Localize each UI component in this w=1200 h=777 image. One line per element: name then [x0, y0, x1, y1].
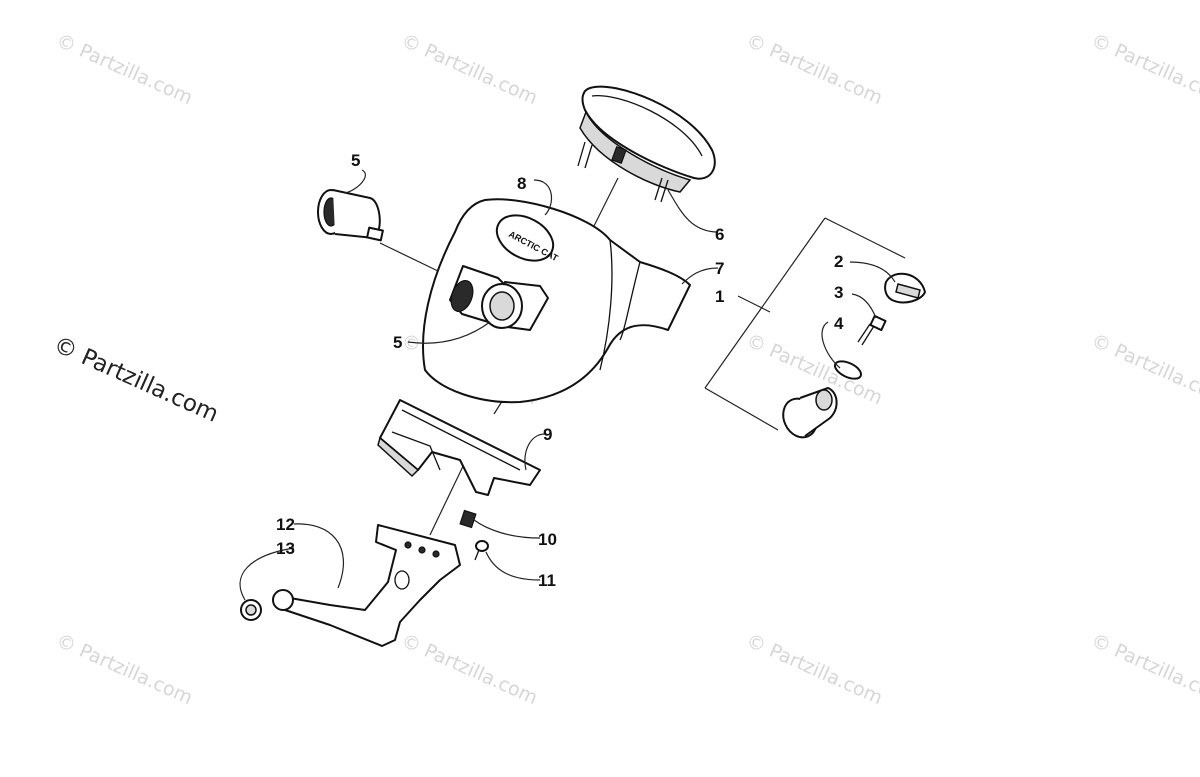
nut	[459, 509, 477, 529]
screw	[474, 540, 489, 561]
watermark: © Partzilla.com	[1088, 629, 1200, 709]
grommet	[240, 599, 262, 621]
watermark: © Partzilla.com	[398, 629, 541, 709]
callout-labels: 1 2 3 4 5 5 6 7 8 9 10 11 12 13	[276, 151, 844, 590]
ignition-switch	[782, 387, 838, 439]
callout-10: 10	[538, 530, 557, 549]
callout-7: 7	[715, 259, 724, 278]
key	[857, 314, 887, 346]
callout-2: 2	[834, 252, 843, 271]
callout-6: 6	[715, 225, 724, 244]
callout-4: 4	[834, 314, 844, 333]
bezel-frame	[377, 399, 541, 496]
watermark: © Partzilla.com	[1088, 329, 1200, 409]
explosion-lines	[379, 177, 906, 536]
mounting-bracket	[272, 524, 461, 647]
steering-cover: ARCTIC CAT	[422, 198, 691, 404]
watermark: © Partzilla.com	[743, 629, 886, 709]
watermark: © Partzilla.com	[53, 629, 196, 709]
watermark: © Partzilla.com	[743, 29, 886, 109]
watermark: © Partzilla.com	[1088, 29, 1200, 109]
callout-leaders	[239, 169, 896, 601]
callout-5-outlet: 5	[351, 151, 360, 170]
ignition-cap	[884, 272, 926, 304]
callout-11: 11	[538, 571, 556, 590]
callout-9: 9	[543, 425, 552, 444]
watermark: © Partzilla.com	[398, 29, 541, 109]
watermark: © Partzilla.com	[53, 29, 196, 109]
callout-1: 1	[715, 287, 724, 306]
gauge-meter	[577, 85, 716, 203]
callout-8: 8	[517, 174, 526, 193]
callout-5-socket: 5	[393, 333, 402, 352]
callout-13: 13	[276, 539, 295, 558]
callout-12: 12	[276, 515, 295, 534]
main-watermark: © Partzilla.com	[50, 332, 223, 428]
power-outlet	[317, 189, 384, 242]
callout-3: 3	[834, 283, 843, 302]
